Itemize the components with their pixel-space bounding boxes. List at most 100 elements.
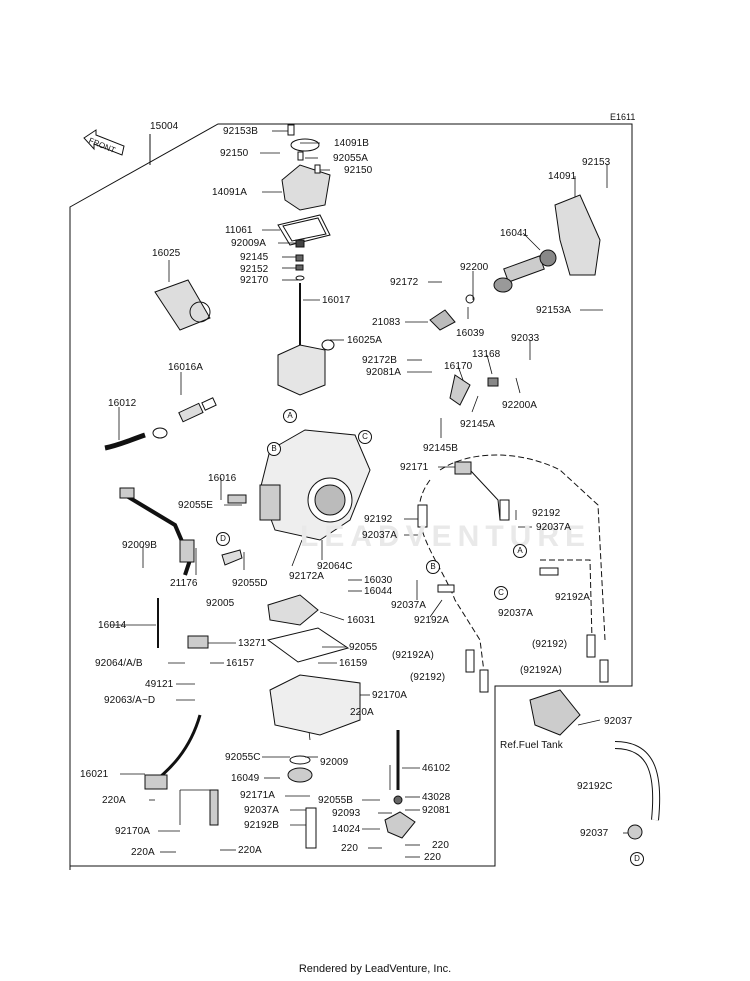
part-label: 92192C <box>577 781 613 792</box>
part-label: 16025 <box>152 248 181 259</box>
parts <box>104 124 643 849</box>
part-label: 16012 <box>108 398 137 409</box>
part-label: 16041 <box>500 228 529 239</box>
part-label: 92153 <box>582 157 611 168</box>
part-label: 21176 <box>170 578 198 589</box>
part-label: 16159 <box>339 658 368 669</box>
part-label: 92153A <box>536 305 572 316</box>
part-label: 220A <box>131 847 155 858</box>
front-arrow-icon <box>83 129 125 156</box>
part-label: 92150 <box>220 148 249 159</box>
part-label: 220A <box>350 707 374 718</box>
part-label: (92192) <box>410 672 446 683</box>
part-label: 220 <box>424 852 441 863</box>
part-label: (92192A) <box>392 650 434 661</box>
part-label: 92037A <box>391 600 427 611</box>
callout-c: C <box>358 430 372 444</box>
fuel-hoses <box>418 454 661 821</box>
part-label: 16031 <box>347 615 376 626</box>
part-label: 92064C <box>317 561 353 572</box>
part-label: 220 <box>341 843 358 854</box>
part-label: 92170A <box>115 826 151 837</box>
part-label: 46102 <box>422 763 451 774</box>
callout-a: A <box>513 544 527 558</box>
part-label: 92200 <box>460 262 489 273</box>
callout-d: D <box>630 852 644 866</box>
part-label: 92153B <box>223 126 259 137</box>
part-label: 92037A <box>362 530 398 541</box>
part-label: 92055 <box>349 642 378 653</box>
part-label: 14091 <box>548 171 577 182</box>
part-label: 92192 <box>532 508 561 519</box>
part-label: 16016A <box>168 362 204 373</box>
part-label: 92037A <box>498 608 534 619</box>
part-label: 92064/A/B <box>95 658 143 669</box>
part-label: 14091A <box>212 187 248 198</box>
part-label: 21083 <box>372 317 401 328</box>
part-label: 92055C <box>225 752 261 763</box>
part-label: 92150 <box>344 165 373 176</box>
part-label: 16016 <box>208 473 237 484</box>
part-label: 220A <box>102 795 126 806</box>
part-label: 92170A <box>372 690 408 701</box>
callout-a: A <box>283 409 297 423</box>
part-label: 16021 <box>80 769 109 780</box>
part-label: 43028 <box>422 792 451 803</box>
part-label: 92037 <box>580 828 609 839</box>
part-label: 92172A <box>289 571 325 582</box>
part-label: 92009 <box>320 757 349 768</box>
footer-credit: Rendered by LeadVenture, Inc. <box>298 963 452 975</box>
part-label: 92145B <box>423 443 459 454</box>
part-label: 92037A <box>536 522 572 533</box>
part-label: 92192A <box>414 615 450 626</box>
part-label: 92172 <box>390 277 419 288</box>
part-label: 92152 <box>240 264 269 275</box>
part-label: 92170 <box>240 275 269 286</box>
part-label: 13271 <box>238 638 267 649</box>
callout-c: C <box>494 586 508 600</box>
diagram-code: E1611 <box>610 112 636 122</box>
part-label: 92081 <box>422 805 451 816</box>
part-label: 92037A <box>244 805 280 816</box>
part-label: 92005 <box>206 598 235 609</box>
part-label: 16044 <box>364 586 393 597</box>
part-label: 16170 <box>444 361 473 372</box>
callout-d: D <box>216 532 230 546</box>
part-label: 92192A <box>555 592 591 603</box>
callout-b: B <box>267 442 281 456</box>
part-label: 92033 <box>511 333 540 344</box>
part-label: (92192) <box>532 639 568 650</box>
part-label: 220 <box>432 840 449 851</box>
part-label: 16025A <box>347 335 383 346</box>
part-label: 220A <box>238 845 262 856</box>
part-label: 92192B <box>244 820 280 831</box>
part-label: 11061 <box>225 225 253 236</box>
part-label: 49121 <box>145 679 174 690</box>
part-label: Ref.Fuel Tank <box>500 740 563 751</box>
part-label: 92055E <box>178 500 214 511</box>
part-label: 13168 <box>472 349 501 360</box>
part-label: (92192A) <box>520 665 562 676</box>
part-label: 92145 <box>240 252 269 263</box>
part-label: 16017 <box>322 295 351 306</box>
part-label: 16039 <box>456 328 485 339</box>
part-label: 92009B <box>122 540 158 551</box>
part-label: 16049 <box>231 773 260 784</box>
part-label: 92171A <box>240 790 276 801</box>
part-label: 92063/A~D <box>104 695 156 706</box>
part-label: 92055B <box>318 795 354 806</box>
part-label: 16157 <box>226 658 255 669</box>
part-label: 92055A <box>333 153 369 164</box>
part-label: 92055D <box>232 578 268 589</box>
part-label: 92081A <box>366 367 402 378</box>
part-label: 92145A <box>460 419 496 430</box>
callout-b: B <box>426 560 440 574</box>
part-label: 92037 <box>604 716 633 727</box>
part-label: 92192 <box>364 514 393 525</box>
part-label: 15004 <box>150 121 179 132</box>
part-label: 92172B <box>362 355 398 366</box>
part-label: 16030 <box>364 575 393 586</box>
part-label: 14024 <box>332 824 361 835</box>
part-label: 92171 <box>400 462 429 473</box>
